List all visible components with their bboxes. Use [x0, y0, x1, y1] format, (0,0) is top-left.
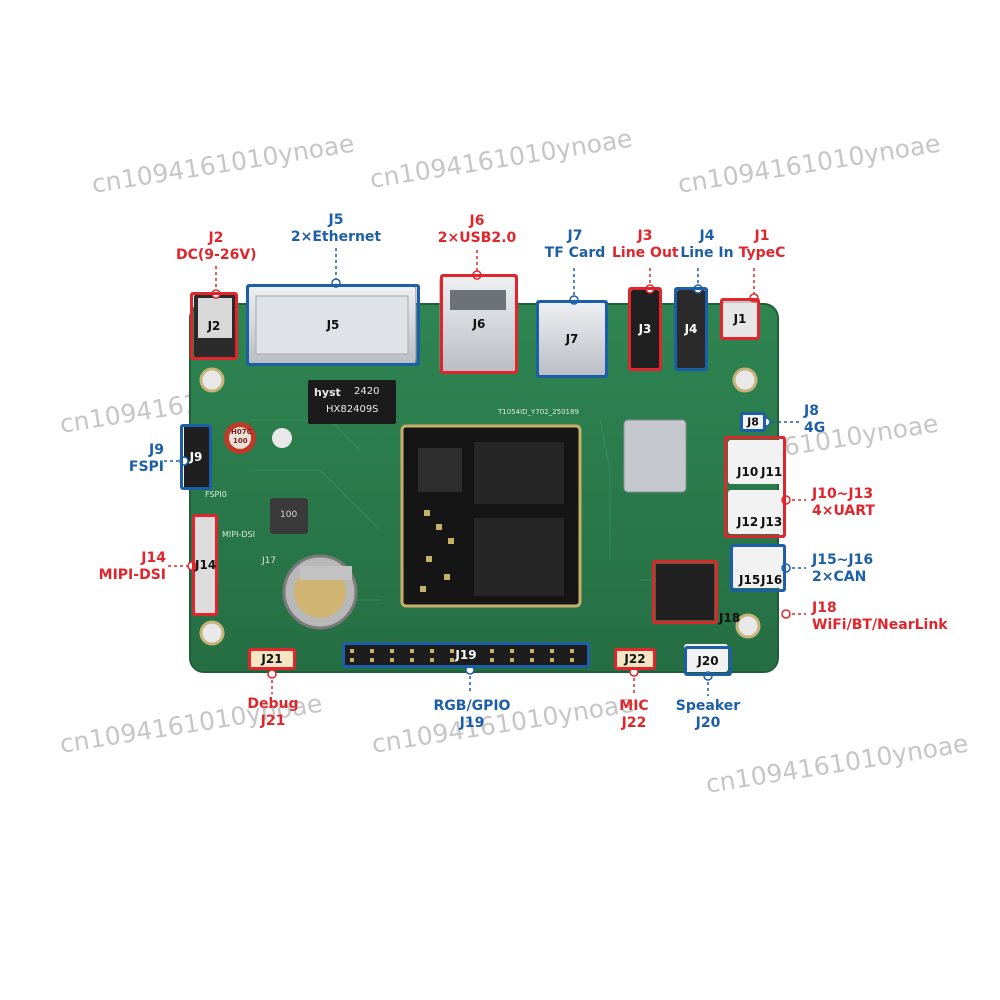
box-j15-16: J15 J16	[730, 544, 786, 592]
silk-cap-val: 100	[233, 437, 248, 445]
silk-board-code: T1054ID_Y702_250189	[498, 408, 579, 416]
box-j3: J3	[628, 287, 662, 371]
box-j4: J4	[674, 287, 708, 371]
silk-chip-code: HX82409S	[326, 404, 379, 415]
box-j20: J20	[684, 646, 732, 676]
box-j21: J21	[248, 648, 296, 670]
silk-j17: J17	[262, 556, 277, 566]
silk-cap-code: H07C	[231, 428, 252, 436]
silk-hyst: hyst	[314, 386, 341, 399]
box-j7: J7	[536, 300, 608, 378]
box-j10-13: J10 J11 J12 J13	[724, 436, 786, 538]
box-j19: J19	[342, 642, 590, 668]
box-j5: J5	[246, 284, 420, 366]
silk-fspi: FSPI0	[205, 490, 227, 499]
box-j1: J1	[720, 298, 760, 340]
silk-inductor: 100	[280, 510, 298, 520]
box-j2: J2	[190, 292, 238, 360]
box-j18: J18	[652, 560, 740, 625]
box-j9: J9	[180, 424, 212, 490]
box-j14: J14	[192, 514, 218, 616]
box-j6: J6	[440, 274, 518, 374]
mounting-holes	[199, 367, 761, 646]
box-j8: J8	[740, 412, 766, 432]
box-j22: J22	[614, 648, 656, 670]
silk-mipi: MIPI-DSI	[222, 530, 255, 539]
silk-hyst-num: 2420	[354, 386, 380, 397]
